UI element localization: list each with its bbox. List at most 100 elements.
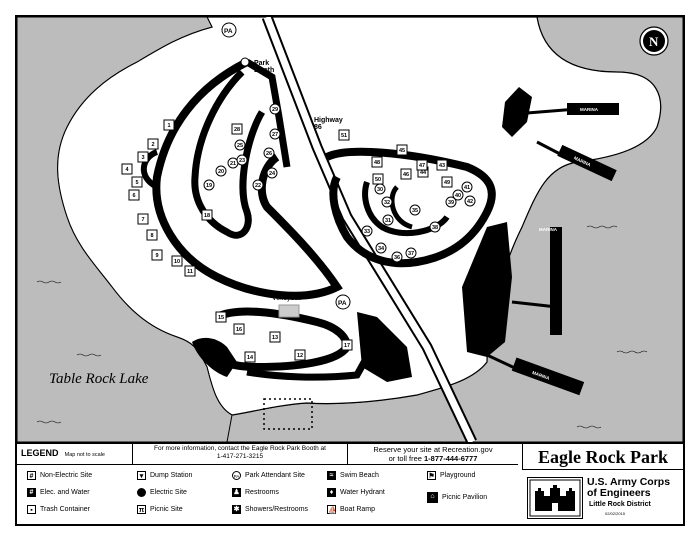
campsite-number: 5 xyxy=(135,180,138,186)
campsite-9[interactable]: 9 xyxy=(151,249,163,261)
campsite-10[interactable]: 10 xyxy=(171,255,183,267)
campsite-22[interactable]: 22 xyxy=(252,179,264,191)
campsite-33[interactable]: 33 xyxy=(361,225,373,237)
trash-icon: ▪ xyxy=(27,505,36,514)
usace-logo-block: U.S. Army Corps of Engineers Little Rock… xyxy=(527,475,682,523)
campsite-14[interactable]: 14 xyxy=(244,351,256,363)
legend-playground: ⚑Playground xyxy=(427,471,476,480)
campsite-18[interactable]: 18 xyxy=(201,209,213,221)
reservation-info: Reserve your site at Recreation.gov or t… xyxy=(348,444,518,465)
campsite-12[interactable]: 12 xyxy=(294,349,306,361)
campsite-48[interactable]: 48 xyxy=(371,156,383,168)
east-loop-road xyxy=(325,147,496,268)
park-map: MARINA MARINA MARINA MARINA xyxy=(17,17,683,442)
campsite-39[interactable]: 39 xyxy=(445,196,457,208)
park-attendant-icon: PA xyxy=(232,471,241,480)
campsite-number: 11 xyxy=(187,269,193,275)
campsite-37[interactable]: 37 xyxy=(405,247,417,259)
campsite-number: 43 xyxy=(439,163,445,169)
campsite-8[interactable]: 8 xyxy=(146,229,158,241)
campsite-4[interactable]: 4 xyxy=(121,163,133,175)
swim-beach-area xyxy=(263,398,313,430)
campsite-45[interactable]: 45 xyxy=(396,144,408,156)
campsite-2[interactable]: 2 xyxy=(147,138,159,150)
campsite-40[interactable]: 40 xyxy=(452,189,464,201)
legend-panel: LEGEND Map not to scale For more informa… xyxy=(17,442,683,524)
campsite-49[interactable]: 49 xyxy=(441,176,453,188)
marina-2: MARINA xyxy=(536,140,617,182)
campsite-43[interactable]: 43 xyxy=(436,159,448,171)
campsite-42[interactable]: 42 xyxy=(464,195,476,207)
campsite-number: 13 xyxy=(272,335,278,341)
campsite-11[interactable]: 11 xyxy=(184,265,196,277)
campsite-number: 7 xyxy=(141,217,144,223)
campsite-27[interactable]: 27 xyxy=(269,128,281,140)
campsite-20[interactable]: 20 xyxy=(215,165,227,177)
campsite-26[interactable]: 26 xyxy=(263,147,275,159)
campsite-16[interactable]: 16 xyxy=(233,323,245,335)
legend-non-electric: #Non-Electric Site xyxy=(27,471,92,480)
campsite-25[interactable]: 25 xyxy=(234,139,246,151)
campsite-15[interactable]: 15 xyxy=(215,311,227,323)
campsite-number: 2 xyxy=(151,142,154,148)
campsite-17[interactable]: 17 xyxy=(341,339,353,351)
campsite-number: 42 xyxy=(467,199,473,205)
parking-area-sw xyxy=(192,337,237,377)
campsite-number: 4 xyxy=(125,167,129,173)
campsite-47[interactable]: 47 xyxy=(416,159,428,171)
campsite-number: 44 xyxy=(420,170,427,176)
legend-swim: ≈Swim Beach xyxy=(327,471,379,480)
campsite-46[interactable]: 46 xyxy=(400,168,412,180)
campsite-number: 20 xyxy=(218,169,224,175)
campsite-3[interactable]: 3 xyxy=(137,151,149,163)
campsite-7[interactable]: 7 xyxy=(137,213,149,225)
campsite-29[interactable]: 29 xyxy=(269,103,281,115)
parking-area-north xyxy=(502,87,532,137)
campsite-31[interactable]: 31 xyxy=(382,214,394,226)
campsite-number: 30 xyxy=(377,187,383,193)
lake-label: Table Rock Lake xyxy=(49,371,149,387)
marina-4: MARINA xyxy=(486,353,585,396)
map-frame: MARINA MARINA MARINA MARINA xyxy=(15,15,685,526)
campsite-number: 28 xyxy=(234,127,240,133)
campsite-35[interactable]: 35 xyxy=(409,204,421,216)
campsite-number: 24 xyxy=(269,171,276,177)
campsite-38[interactable]: 38 xyxy=(429,221,441,233)
campsite-28[interactable]: 28 xyxy=(231,123,243,135)
campsite-21[interactable]: 21 xyxy=(227,157,239,169)
restroom-icon: ♟ xyxy=(232,488,241,497)
svg-text:MARINA: MARINA xyxy=(580,107,599,112)
campsite-number: 22 xyxy=(255,183,261,189)
campsite-number: 34 xyxy=(378,246,385,252)
campsite-6[interactable]: 6 xyxy=(128,189,140,201)
campsite-51[interactable]: 51 xyxy=(338,129,350,141)
north-arrow-icon: N xyxy=(639,26,669,56)
legend-elec-water: #Elec. and Water xyxy=(27,488,90,497)
campsite-36[interactable]: 36 xyxy=(391,251,403,263)
campsite-13[interactable]: 13 xyxy=(269,331,281,343)
campsite-number: 47 xyxy=(419,163,425,169)
campsite-number: 50 xyxy=(375,177,381,183)
campsite-1[interactable]: 1 xyxy=(163,119,175,131)
campsite-number: 38 xyxy=(432,225,438,231)
campsite-number: 19 xyxy=(206,183,212,189)
campsite-24[interactable]: 24 xyxy=(266,167,278,179)
campsite-34[interactable]: 34 xyxy=(375,242,387,254)
campsite-number: 10 xyxy=(174,259,180,265)
campsite-number: 17 xyxy=(344,343,350,349)
campsite-number: 31 xyxy=(385,218,391,224)
shower-icon: ✱ xyxy=(232,505,241,514)
campsite-number: 3 xyxy=(141,155,144,161)
campsite-number: 23 xyxy=(239,158,245,164)
campsite-23[interactable]: 23 xyxy=(236,154,248,166)
campsite-32[interactable]: 32 xyxy=(381,196,393,208)
campsite-41[interactable]: 41 xyxy=(461,181,473,193)
dump-station-icon: ▾ xyxy=(137,471,146,480)
campsite-19[interactable]: 19 xyxy=(203,179,215,191)
west-water xyxy=(17,17,233,442)
campsite-30[interactable]: 30 xyxy=(374,183,386,195)
campsite-5[interactable]: 5 xyxy=(131,176,143,188)
campsite-50[interactable]: 50 xyxy=(372,173,384,185)
svg-text:MARINA: MARINA xyxy=(532,370,551,381)
campsite-number: 41 xyxy=(464,185,470,191)
